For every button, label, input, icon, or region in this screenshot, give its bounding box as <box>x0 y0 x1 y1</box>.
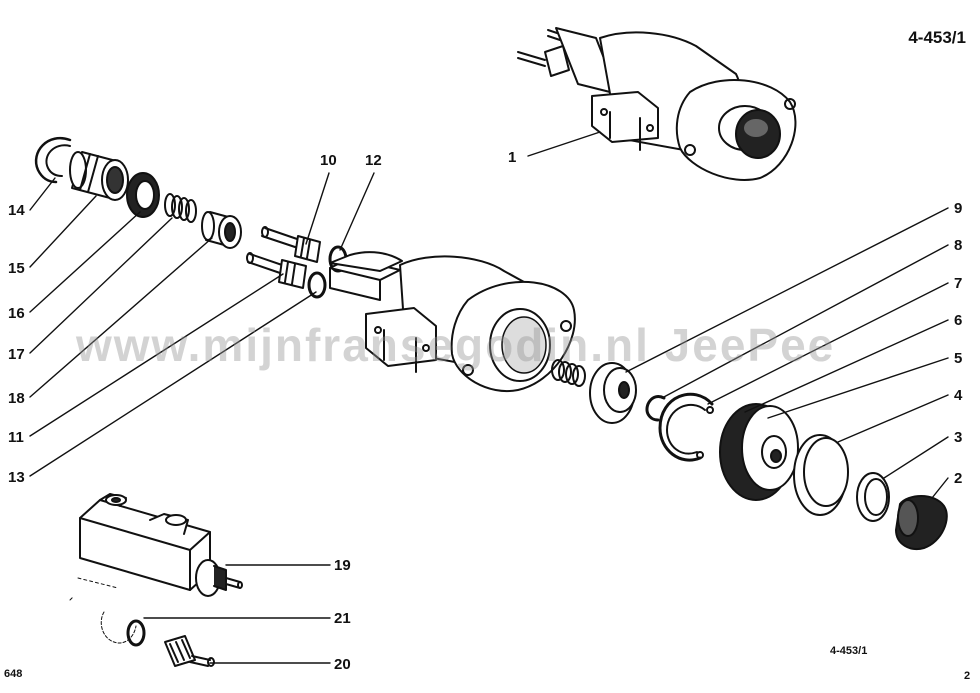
drawing-reference-bottom: 4-453/1 <box>830 645 868 657</box>
part-2-dust-cap <box>895 495 948 550</box>
watermark-text: www.mijnfransegodin.nl JeePee <box>76 319 836 371</box>
part-11-bleed-screw <box>246 252 307 289</box>
callout-4: 4 <box>954 387 963 404</box>
part-1-assembled-cylinder <box>517 27 797 181</box>
callout-14: 14 <box>8 202 25 219</box>
callout-12: 12 <box>365 152 382 169</box>
callout-17: 17 <box>8 346 25 363</box>
part-10-bleed-screw <box>261 226 321 263</box>
drawing-reference-top: 4-453/1 <box>908 28 966 47</box>
callout-1: 1 <box>508 149 517 166</box>
callout-18: 18 <box>8 390 25 407</box>
callout-11: 11 <box>8 429 24 446</box>
return-spring <box>551 359 586 387</box>
part-6-piston <box>719 403 799 501</box>
callout-5: 5 <box>954 350 963 367</box>
part-9-spring-seat <box>589 362 637 424</box>
callout-20: 20 <box>334 656 351 673</box>
part-19-cylinder-assembly <box>79 493 243 597</box>
page-number-left: 648 <box>4 668 23 680</box>
part-21-washer <box>69 577 146 647</box>
callout-7: 7 <box>954 275 963 292</box>
part-18-spacer <box>201 211 242 249</box>
part-4-seal-ring <box>793 434 849 516</box>
leader-lines <box>29 131 949 664</box>
part-15-bush <box>69 151 129 201</box>
callout-2: 2 <box>954 470 963 487</box>
part-8-circlip <box>645 395 666 422</box>
callout-3: 3 <box>954 429 963 446</box>
callout-13: 13 <box>8 469 25 486</box>
part-3-ring <box>856 472 890 522</box>
part-20-fitting <box>164 635 215 667</box>
page-number-right: 2 <box>964 670 971 682</box>
callout-16: 16 <box>8 305 25 322</box>
part-13-washer <box>307 271 327 299</box>
callout-15: 15 <box>8 260 25 277</box>
callout-10: 10 <box>320 152 337 169</box>
callout-8: 8 <box>954 237 963 254</box>
part-7-circlip <box>658 392 714 462</box>
callout-9: 9 <box>954 200 963 217</box>
cylinder-body <box>329 251 576 393</box>
callout-19: 19 <box>334 557 351 574</box>
part-14-snap-ring <box>35 137 72 184</box>
part-17-spring <box>164 193 197 223</box>
part-16-seal <box>126 172 160 218</box>
callout-21: 21 <box>334 610 351 627</box>
callout-6: 6 <box>954 312 963 329</box>
